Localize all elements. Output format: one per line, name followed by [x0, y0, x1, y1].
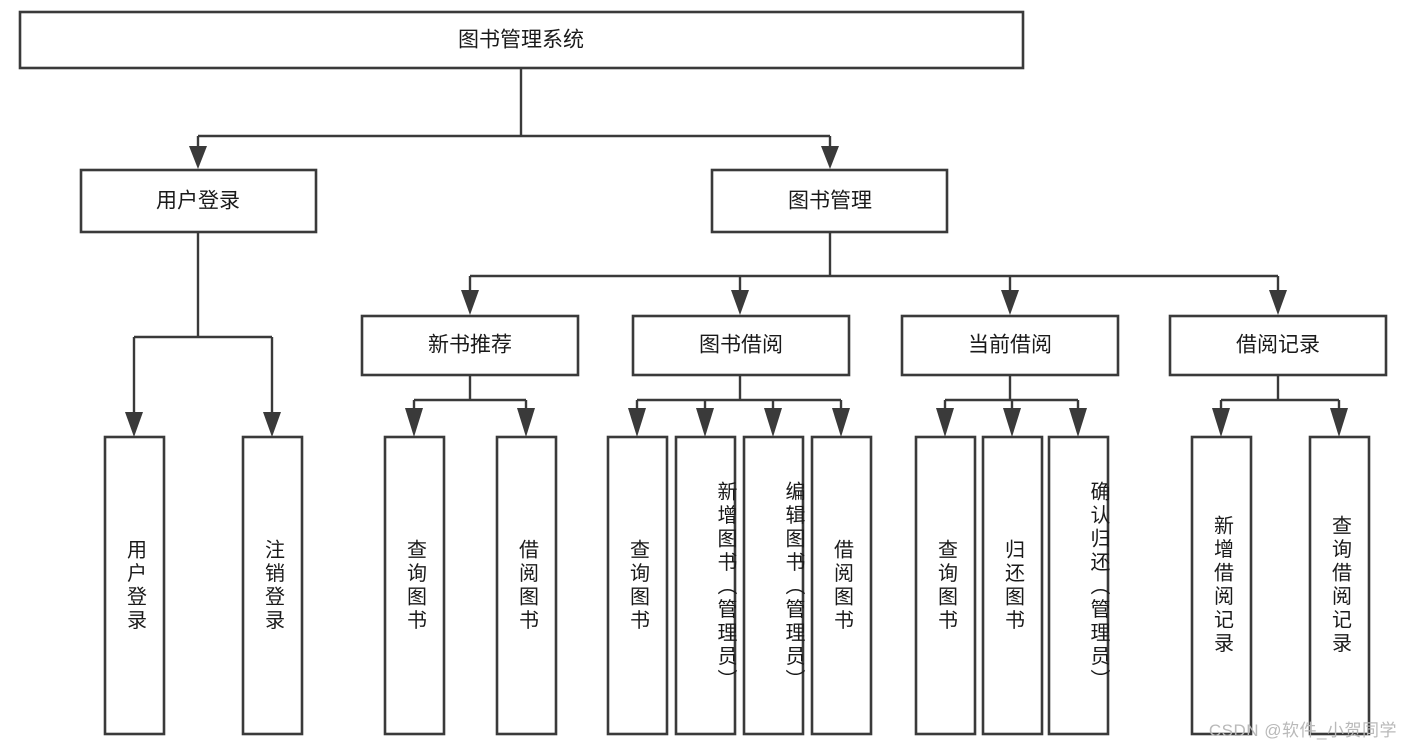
leaf-query-book-1-box[interactable] — [383, 435, 446, 736]
node-book-borrow-box[interactable] — [631, 314, 851, 377]
leaf-add-record-box[interactable] — [1190, 435, 1253, 736]
node-new-book-recommend[interactable]: 新书推荐 — [360, 314, 580, 377]
node-user-login-box[interactable] — [79, 168, 318, 234]
arrow-borrow-record — [1269, 290, 1287, 315]
arrow-leaf-user-login — [125, 412, 143, 437]
arrow-user-login — [189, 146, 207, 169]
node-book-management[interactable]: 图书管理 — [710, 168, 949, 234]
leaf-return-book-box[interactable] — [981, 435, 1044, 736]
leaf-box-group — [103, 435, 1371, 736]
leaf-query-record-box[interactable] — [1308, 435, 1371, 736]
arrow-book-management — [821, 146, 839, 169]
node-book-borrow[interactable]: 图书借阅 — [631, 314, 851, 377]
leaf-add-book-box[interactable] — [674, 435, 737, 736]
arrow-new-book-recommend — [461, 290, 479, 315]
node-book-management-box[interactable] — [710, 168, 949, 234]
arrow-leaf-borrow-book-1 — [517, 408, 535, 437]
leaf-edit-book-box[interactable] — [742, 435, 805, 736]
arrow-leaf-user-logout — [263, 412, 281, 437]
node-current-borrow[interactable]: 当前借阅 — [900, 314, 1120, 377]
leaf-confirm-return-box[interactable] — [1047, 435, 1110, 736]
node-new-book-recommend-box[interactable] — [360, 314, 580, 377]
arrow-leaf-query-record — [1330, 408, 1348, 437]
arrow-leaf-add-book — [696, 408, 714, 437]
arrow-book-borrow — [731, 290, 749, 315]
arrow-leaf-edit-book — [764, 408, 782, 437]
leaf-query-book-2-box[interactable] — [606, 435, 669, 736]
arrow-leaf-return-book — [1003, 408, 1021, 437]
node-book-management-label: 图书管理 — [788, 190, 872, 213]
leaf-borrow-book-1-box[interactable] — [495, 435, 558, 736]
node-user-login-label: 用户登录 — [156, 190, 240, 213]
node-borrow-record-box[interactable] — [1168, 314, 1388, 377]
arrow-leaf-add-record — [1212, 408, 1230, 437]
node-root[interactable]: 图书管理系统 — [18, 10, 1025, 70]
arrow-current-borrow — [1001, 290, 1019, 315]
connector-group — [125, 68, 1348, 437]
node-borrow-record[interactable]: 借阅记录 — [1168, 314, 1388, 377]
node-current-borrow-box[interactable] — [900, 314, 1120, 377]
leaf-query-book-3-box[interactable] — [914, 435, 977, 736]
node-root-box[interactable] — [18, 10, 1025, 70]
node-new-book-recommend-label: 新书推荐 — [428, 334, 512, 357]
node-current-borrow-label: 当前借阅 — [968, 334, 1052, 357]
node-book-borrow-label: 图书借阅 — [699, 334, 783, 357]
arrow-leaf-query-book-2 — [628, 408, 646, 437]
arrow-leaf-query-book-3 — [936, 408, 954, 437]
arrow-leaf-query-book-1 — [405, 408, 423, 437]
arrow-leaf-confirm-return — [1069, 408, 1087, 437]
csdn-watermark: CSDN @软件_小贺同学 — [1208, 721, 1397, 740]
node-borrow-record-label: 借阅记录 — [1236, 334, 1320, 357]
leaf-user-logout-box[interactable] — [241, 435, 304, 736]
node-root-label: 图书管理系统 — [458, 29, 584, 52]
leaf-borrow-book-2-box[interactable] — [810, 435, 873, 736]
arrow-leaf-borrow-book-2 — [832, 408, 850, 437]
node-user-login[interactable]: 用户登录 — [79, 168, 318, 234]
leaf-user-login-box[interactable] — [103, 435, 166, 736]
